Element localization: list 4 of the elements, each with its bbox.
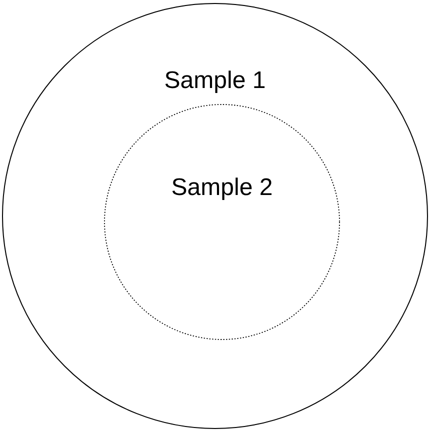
circle-label: Sample 2 [170, 174, 274, 202]
circle-label: Sample 1 [163, 67, 267, 95]
outer-circle [2, 3, 428, 429]
inner-circle [104, 104, 340, 340]
